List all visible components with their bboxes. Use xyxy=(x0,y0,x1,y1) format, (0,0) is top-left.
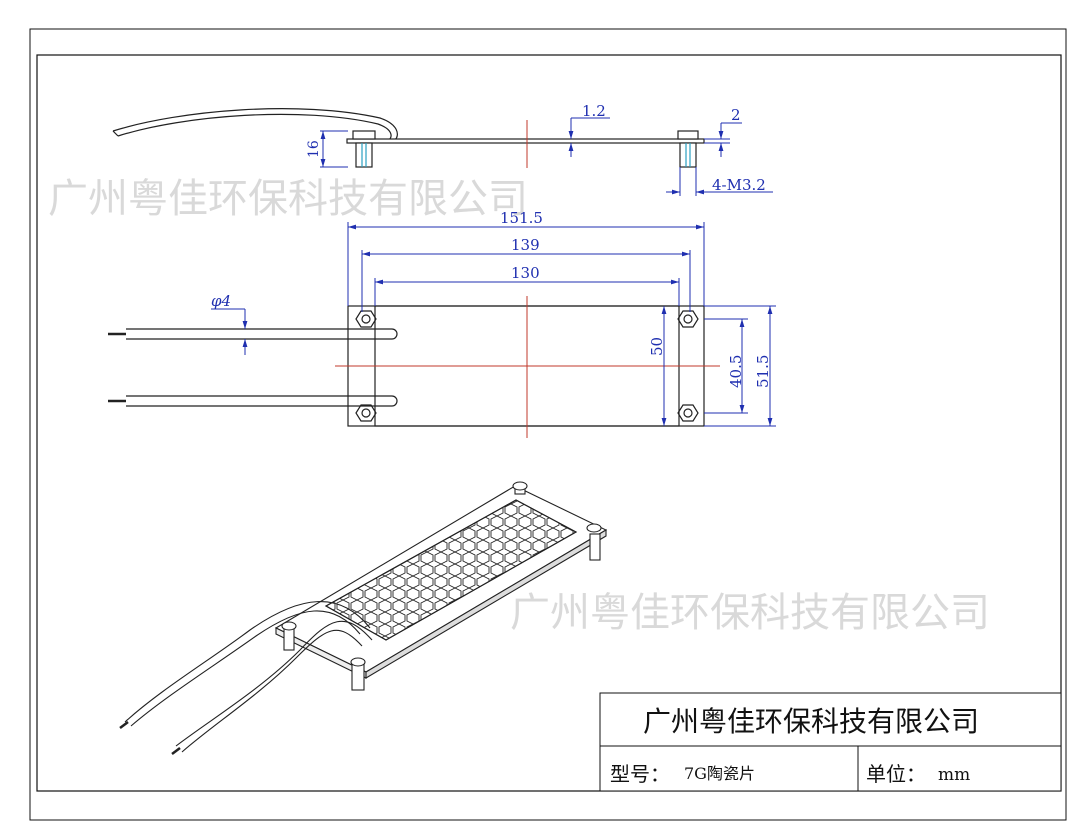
hex-nut xyxy=(677,404,699,422)
dim-overall-length-label: 151.5 xyxy=(500,209,543,227)
top-dimensions xyxy=(211,222,776,427)
unit-value: mm xyxy=(938,765,970,785)
isometric-view xyxy=(119,481,608,755)
side-dimensions xyxy=(320,117,773,196)
dim-hole-spacing-width-label: 40.5 xyxy=(727,355,745,388)
dim-ceramic-width-label: 50 xyxy=(648,337,666,356)
hex-nut xyxy=(355,310,377,328)
dim-plate-thickness-label: 1.2 xyxy=(582,102,606,120)
watermark-top: 广州粤佳环保科技有限公司 xyxy=(48,176,528,222)
unit-label: 单位： xyxy=(866,762,926,786)
hex-nut xyxy=(677,310,699,328)
dim-height-label: 16 xyxy=(306,140,322,158)
dim-hole-spacing-outer-label: 139 xyxy=(511,236,540,254)
dim-ceramic-length-label: 130 xyxy=(511,264,540,282)
outer-border xyxy=(29,28,1067,821)
side-view xyxy=(112,108,705,168)
dim-screws-label: 4-M3.2 xyxy=(712,176,766,194)
top-view xyxy=(108,296,720,438)
dim-overall-width-label: 51.5 xyxy=(754,355,772,388)
inner-border xyxy=(36,54,1062,792)
title-block xyxy=(599,692,1062,792)
watermark-bottom: 广州粤佳环保科技有限公司 xyxy=(510,590,990,636)
hex-nut xyxy=(355,404,377,422)
dim-wire-diameter-label: φ4 xyxy=(211,292,231,310)
company-name: 广州粤佳环保科技有限公司 xyxy=(643,705,979,738)
model-value: 7G陶瓷片 xyxy=(684,764,755,783)
model-label: 型号： xyxy=(610,762,670,786)
dim-bracket-thickness-label: 2 xyxy=(731,106,741,124)
